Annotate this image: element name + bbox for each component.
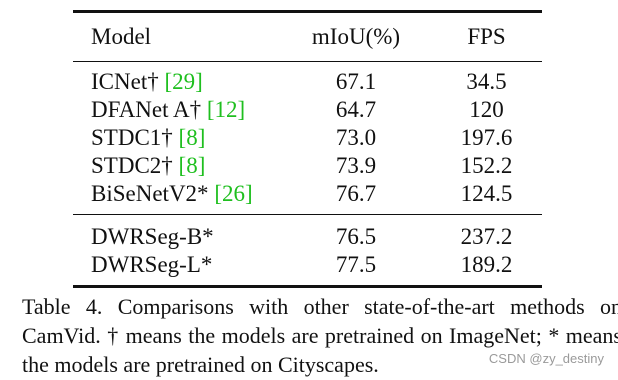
miou-cell: 73.9	[335, 153, 377, 178]
table-row: BiSeNetV2* [26] 76.7 124.5	[73, 180, 542, 215]
citation-link[interactable]: [8]	[178, 153, 206, 178]
table-row: STDC1† [8] 73.0 197.6	[73, 124, 542, 152]
baseline-group: ICNet† [29] 67.1 34.5 DFANet A† [12] 64.…	[73, 62, 542, 215]
fps-cell: 152.2	[460, 153, 513, 178]
header-row: Model mIoU(%) FPS	[73, 10, 542, 62]
model-cell: BiSeNetV2* [26]	[73, 180, 281, 215]
table-row: STDC2† [8] 73.9 152.2	[73, 152, 542, 180]
header-model: Model	[73, 10, 281, 62]
model-cell: ICNet† [29]	[73, 62, 281, 97]
miou-cell: 64.7	[335, 97, 377, 122]
table-row: DFANet A† [12] 64.7 120	[73, 96, 542, 124]
miou-cell: 77.5	[281, 251, 431, 288]
model-name: ICNet†	[91, 69, 159, 94]
model-name: DFANet A†	[91, 97, 202, 122]
citation-link[interactable]: [8]	[178, 125, 206, 150]
miou-cell: 67.1	[335, 69, 377, 94]
model-name: STDC1†	[91, 125, 173, 150]
proposed-group: DWRSeg-B* 76.5 237.2 DWRSeg-L* 77.5 189.…	[73, 215, 542, 288]
watermark-text: CSDN @zy_destiny	[488, 351, 604, 366]
fps-cell: 189.2	[431, 251, 542, 288]
fps-cell: 124.5	[431, 180, 542, 215]
header-miou: mIoU(%)	[281, 10, 431, 62]
miou-cell: 73.0	[335, 125, 377, 150]
table-row: DWRSeg-B* 76.5 237.2	[73, 215, 542, 252]
caption-line: the models are pretrained on Cityscapes.	[22, 352, 379, 377]
miou-cell: 76.5	[335, 224, 377, 249]
citation-link[interactable]: [12]	[206, 97, 246, 122]
model-name: DWRSeg-L*	[73, 251, 281, 288]
fps-cell: 34.5	[466, 69, 507, 94]
citation-link[interactable]: [29]	[164, 69, 203, 94]
caption-line: Table 4. Comparisons with other state-of…	[22, 294, 618, 319]
results-table: Model mIoU(%) FPS ICNet† [29] 67.1 34.5 …	[73, 10, 542, 288]
citation-link[interactable]: [26]	[214, 181, 253, 206]
miou-cell: 76.7	[281, 180, 431, 215]
model-name: DWRSeg-B*	[91, 224, 214, 249]
caption-line: CamVid. † means the models are pretraine…	[22, 323, 618, 348]
model-name: BiSeNetV2*	[91, 181, 209, 206]
fps-cell: 120	[469, 97, 504, 122]
fps-cell: 237.2	[460, 224, 513, 249]
table-row: ICNet† [29] 67.1 34.5	[73, 62, 542, 97]
table-caption: Table 4. Comparisons with other state-of…	[22, 292, 618, 379]
model-cell: STDC2† [8]	[73, 152, 281, 180]
fps-cell: 197.6	[460, 125, 513, 150]
model-cell: DFANet A† [12]	[73, 96, 281, 124]
model-name: STDC2†	[91, 153, 173, 178]
model-cell: STDC1† [8]	[73, 124, 281, 152]
header-fps: FPS	[431, 10, 542, 62]
table-row: DWRSeg-L* 77.5 189.2	[73, 251, 542, 288]
table-header: Model mIoU(%) FPS	[73, 10, 542, 62]
